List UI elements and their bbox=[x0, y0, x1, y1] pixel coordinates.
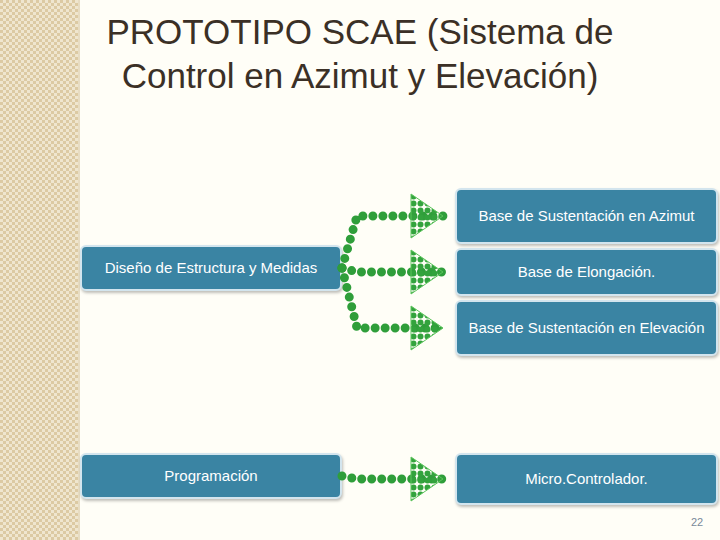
box-text: Diseño de Estructura y Medidas bbox=[105, 258, 318, 278]
slide-title: PROTOTIPO SCAE (Sistema de Control en Az… bbox=[55, 10, 665, 98]
process-box: Diseño de Estructura y Medidas bbox=[80, 245, 342, 291]
dotted-arrow bbox=[342, 476, 443, 479]
process-box: Base de Elongación. bbox=[455, 248, 718, 296]
dotted-arrow bbox=[342, 268, 443, 328]
page-number: 22 bbox=[691, 516, 703, 528]
checkered-strip bbox=[0, 0, 78, 540]
box-text: Base de Sustentación en Elevación bbox=[469, 318, 705, 338]
box-text: Base de Elongación. bbox=[518, 262, 656, 282]
process-box: Micro.Controlador. bbox=[455, 453, 718, 505]
box-text: Micro.Controlador. bbox=[525, 469, 648, 489]
box-text: Base de Sustentación en Azimut bbox=[479, 206, 695, 226]
box-text: Programación bbox=[164, 466, 257, 486]
dotted-arrow bbox=[342, 268, 443, 272]
process-box: Base de Sustentación en Azimut bbox=[455, 188, 718, 244]
process-box: Base de Sustentación en Elevación bbox=[455, 300, 718, 356]
process-box: Programación bbox=[80, 453, 342, 499]
dotted-arrow bbox=[342, 216, 443, 268]
